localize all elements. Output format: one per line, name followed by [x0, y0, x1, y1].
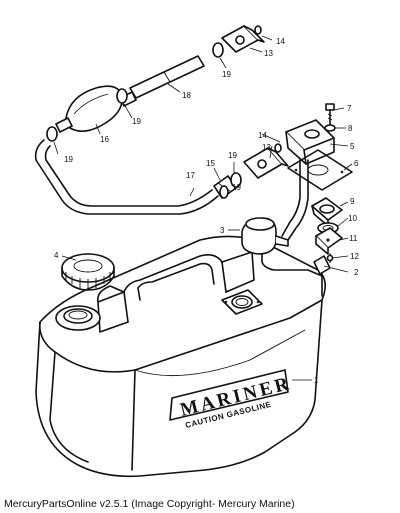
float-arm[interactable]	[261, 253, 331, 297]
fuel-gauge-unit[interactable]	[311, 197, 343, 227]
fuel-float[interactable]	[241, 217, 289, 255]
callout-2: 2	[354, 268, 359, 277]
callout-numbers: 14 13 19 18 19 16 19 14 13 19 15 17 7 8 …	[54, 37, 359, 385]
callout-17: 17	[186, 171, 195, 180]
callout-11: 11	[349, 234, 358, 243]
gauge-body[interactable]	[315, 227, 343, 255]
lock-washer[interactable]	[324, 124, 336, 132]
callout-13a: 13	[264, 49, 273, 58]
callout-19d: 19	[228, 151, 237, 160]
mounting-gasket[interactable]	[287, 149, 353, 191]
callout-19b: 19	[132, 117, 141, 126]
o-rings[interactable]	[254, 25, 282, 153]
callout-10: 10	[348, 214, 357, 223]
callout-14b: 14	[258, 131, 267, 140]
callout-15: 15	[206, 159, 215, 168]
callout-8: 8	[348, 124, 353, 133]
callout-19c: 19	[64, 155, 73, 164]
callout-3: 3	[220, 226, 225, 235]
mounting-screw[interactable]	[325, 103, 335, 125]
hose-clamp-rings[interactable]	[46, 42, 242, 199]
callout-7: 7	[347, 104, 352, 113]
callout-19a: 19	[222, 70, 231, 79]
filler-cap[interactable]	[61, 253, 115, 291]
callout-1: 1	[314, 376, 319, 385]
callout-6: 6	[354, 159, 359, 168]
callout-12: 12	[350, 252, 359, 261]
fuel-line-hose[interactable]	[34, 139, 219, 215]
callout-leaders	[53, 35, 353, 381]
engine-connector-upper[interactable]	[221, 25, 265, 53]
callout-18: 18	[182, 91, 191, 100]
upper-fuel-hose[interactable]	[129, 55, 205, 99]
callout-5: 5	[350, 142, 355, 151]
callout-4: 4	[54, 251, 59, 260]
callout-13b: 13	[262, 143, 271, 152]
callout-19e: 19	[232, 183, 241, 192]
image-caption: MercuryPartsOnline v2.5.1 (Image Copyrig…	[4, 498, 295, 510]
exploded-parts-diagram: MARINER CAUTION GASOLINE	[34, 25, 359, 478]
vent-fitting[interactable]	[326, 253, 334, 263]
callout-14a: 14	[276, 37, 285, 46]
callout-16: 16	[100, 135, 109, 144]
engine-connector-lower[interactable]	[243, 147, 289, 179]
callout-9: 9	[350, 197, 355, 206]
